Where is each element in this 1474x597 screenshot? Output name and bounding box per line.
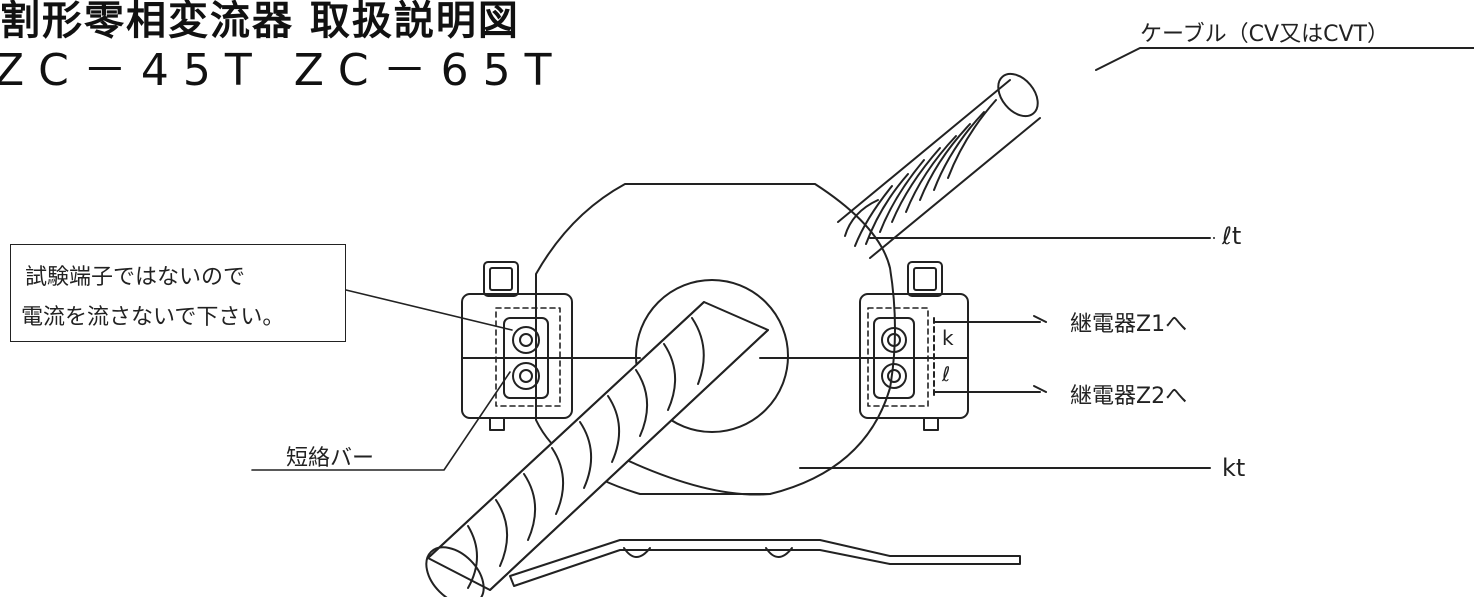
lt-label: ℓt xyxy=(1222,222,1242,250)
left-terminal-block xyxy=(461,293,573,419)
cable-label: ケーブル（CV又はCVT） xyxy=(1140,22,1389,47)
warning-text-line2: 電流を流さないで下さい。 xyxy=(21,305,285,330)
right-terminal-block xyxy=(859,293,969,419)
short-bar-label: 短絡バー xyxy=(286,446,375,471)
warning-callout: 試験端子ではないので 電流を流さないで下さい。 xyxy=(10,244,346,342)
relay-z2-label: 継電器Z2へ xyxy=(1070,384,1188,409)
relay-z1-label: 継電器Z1へ xyxy=(1070,312,1188,337)
mounting-bracket xyxy=(509,539,1021,587)
model-numbers: ZC－45T ZC－65T xyxy=(0,45,566,96)
warning-text-line1: 試験端子ではないので xyxy=(25,265,246,290)
kt-label: kt xyxy=(1222,454,1246,482)
window-opening xyxy=(635,279,789,433)
diagram-title: 割形零相変流器 取扱説明図 xyxy=(0,0,520,44)
short-bar xyxy=(503,317,549,399)
ct-body-outline xyxy=(535,183,896,495)
terminal-l-label: ℓ xyxy=(942,362,951,386)
lower-cable xyxy=(425,301,769,597)
upper-cable xyxy=(837,72,1041,259)
terminal-k-label: k xyxy=(942,326,954,350)
